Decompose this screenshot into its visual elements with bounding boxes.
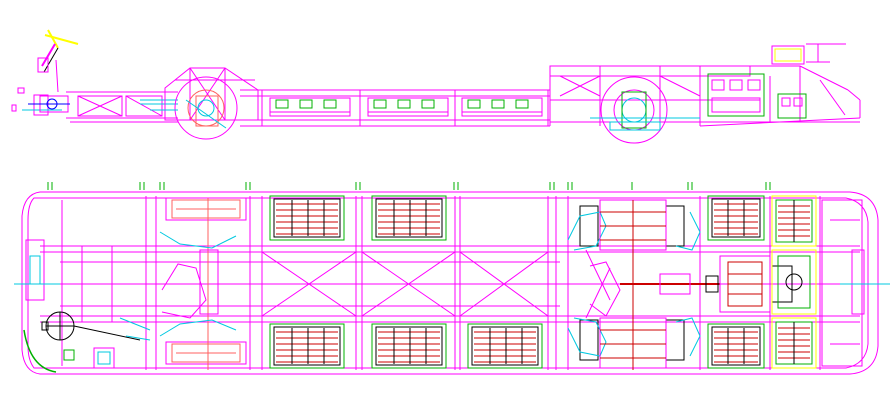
- battery-pack-plan: [371, 323, 447, 369]
- battery-pack-plan: [707, 195, 765, 241]
- rear-battery-pack-plan: [771, 195, 817, 247]
- rear-axle-side: [590, 76, 700, 144]
- rear-frame-side: [549, 65, 861, 127]
- battery-pack-side: [461, 97, 543, 117]
- steering-gear-plan: [41, 311, 151, 369]
- body-outline-plan: [21, 191, 879, 375]
- rear-battery-pack-plan: [771, 317, 817, 369]
- rear-auxiliary-box: [771, 249, 817, 315]
- dimension-markers: [47, 182, 771, 190]
- front-axle-plan: [159, 197, 247, 370]
- battery-pack-side: [367, 97, 449, 117]
- battery-pack-side: [269, 97, 351, 117]
- frame-rails-plan: [40, 245, 860, 323]
- mid-frame-side: [240, 89, 550, 127]
- rear-top-box: [771, 43, 846, 65]
- rear-axle-plan: [567, 199, 701, 370]
- front-frame-rail: [66, 91, 178, 123]
- steering-column: [37, 29, 79, 93]
- front-axle-side: [150, 67, 259, 140]
- plan-view: [14, 182, 890, 375]
- battery-pack-plan: [269, 195, 345, 241]
- front-wheel-side: [174, 76, 238, 140]
- x-bracing-plan: [261, 251, 549, 317]
- rear-end-plan: [821, 199, 890, 367]
- front-section-side: [11, 87, 70, 116]
- cross-members-plan: [61, 196, 821, 370]
- front-bumper-plan: [14, 239, 60, 301]
- battery-pack-plan: [707, 323, 765, 369]
- rear-battery-pack-side: [707, 73, 765, 117]
- battery-pack-plan: [269, 323, 345, 369]
- battery-pack-plan: [371, 195, 447, 241]
- rear-wheel-side: [600, 76, 668, 144]
- drive-motor-plan: [620, 255, 793, 313]
- battery-pack-plan: [467, 323, 543, 369]
- rear-battery-pack-side: [777, 93, 807, 119]
- side-elevation-view: [11, 29, 861, 144]
